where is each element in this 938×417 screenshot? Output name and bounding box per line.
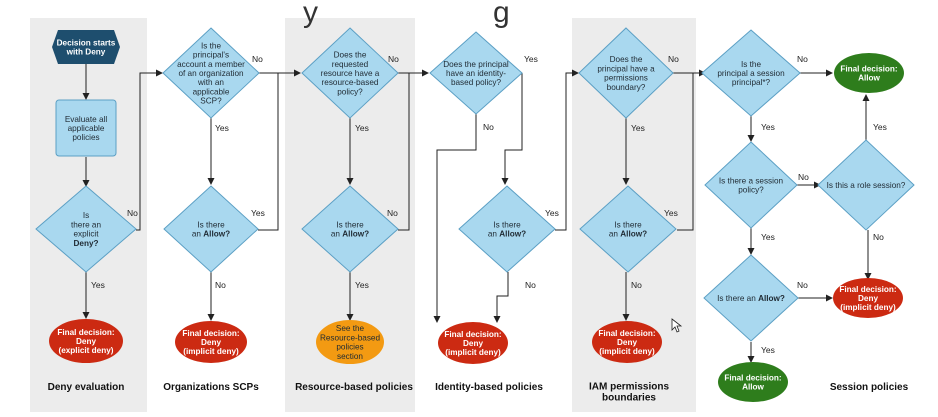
start-node	[52, 30, 120, 64]
explicit-deny-decision	[35, 185, 137, 273]
connectors	[82, 64, 872, 363]
final-allow-top	[834, 53, 904, 93]
edge-label-yes: Yes	[761, 122, 775, 132]
title-fragment-right: g	[493, 0, 510, 29]
edge-label-no: No	[873, 232, 884, 242]
session-final-deny	[833, 278, 903, 318]
scp-final-deny-label: Final decision:Deny(implicit deny)	[182, 329, 239, 356]
edge-label-yes: Yes	[91, 280, 105, 290]
scp-final-deny	[175, 321, 247, 363]
edge-label-yes: Yes	[355, 123, 369, 133]
edge-label-yes: Yes	[215, 123, 229, 133]
column-title-resource-based: Resource-based policies	[295, 382, 413, 393]
mouse-cursor-icon	[671, 318, 683, 333]
session-allow-decision	[703, 254, 799, 342]
final-allow-bottom-label: Final decision:Allow	[724, 373, 781, 391]
title-fragment-left: y	[303, 0, 318, 29]
edge-label-yes: Yes	[873, 122, 887, 132]
edge-label-yes: Yes	[761, 232, 775, 242]
edge-label-no: No	[631, 280, 642, 290]
scp-decision	[162, 27, 260, 119]
edge-label-yes: Yes	[545, 208, 559, 218]
rbp-decision	[301, 27, 399, 119]
session-allow-label: Is there an Allow?	[717, 294, 785, 303]
edge-label-no: No	[387, 208, 398, 218]
final-allow-top-label: Final decision:Allow	[840, 64, 897, 82]
pb-decision	[578, 27, 674, 119]
edge-label-no: No	[215, 280, 226, 290]
edge-label-no: No	[797, 280, 808, 290]
edge-label-yes: Yes	[251, 208, 265, 218]
column-title-session-policies: Session policies	[830, 382, 909, 393]
edge-label-yes: Yes	[524, 54, 538, 64]
role-session-label: Is this a role session?	[827, 181, 906, 190]
edge-label-no: No	[798, 172, 809, 182]
ibp-final-deny-label: Final decision:Deny(implicit deny)	[444, 330, 501, 357]
edge-label-no: No	[525, 280, 536, 290]
column-title-identity-based: Identity-based policies	[435, 382, 543, 393]
ibp-final-deny	[438, 322, 508, 364]
scp-allow-decision	[163, 185, 259, 273]
final-allow-bottom	[718, 362, 788, 402]
final-deny-explicit	[49, 319, 123, 363]
column-title-deny-evaluation: Deny evaluation	[48, 382, 125, 393]
evaluate-policies-box	[55, 99, 117, 157]
session-principal-decision	[701, 29, 801, 117]
rbp-see-section	[316, 320, 384, 364]
session-final-deny-label: Final decision:Deny(implicit deny)	[839, 285, 896, 312]
ibp-decision	[429, 31, 523, 115]
edge-label-no: No	[252, 54, 263, 64]
edge-label-yes: Yes	[664, 208, 678, 218]
final-deny-explicit-label: Final decision:Deny(explicit deny)	[57, 328, 114, 355]
rbp-allow-decision	[301, 185, 399, 273]
pb-allow-decision	[579, 185, 677, 273]
edge-label-no: No	[483, 122, 494, 132]
edge-label-no: No	[668, 54, 679, 64]
pb-final-deny	[592, 321, 662, 363]
edge-label-no: No	[797, 54, 808, 64]
column-title-organizations-scps: Organizations SCPs	[163, 382, 259, 393]
edge-labels: No Yes No Yes Yes No No Yes No Yes Yes N…	[91, 54, 887, 355]
edge-label-yes: Yes	[631, 123, 645, 133]
edge-label-no: No	[127, 208, 138, 218]
edge-label-yes: Yes	[355, 280, 369, 290]
ibp-allow-decision	[458, 185, 556, 273]
pb-final-deny-label: Final decision:Deny(implicit deny)	[598, 329, 655, 356]
edge-label-yes: Yes	[761, 345, 775, 355]
role-session-decision	[817, 139, 915, 231]
session-policy-decision	[704, 141, 798, 229]
edge-label-no: No	[388, 54, 399, 64]
